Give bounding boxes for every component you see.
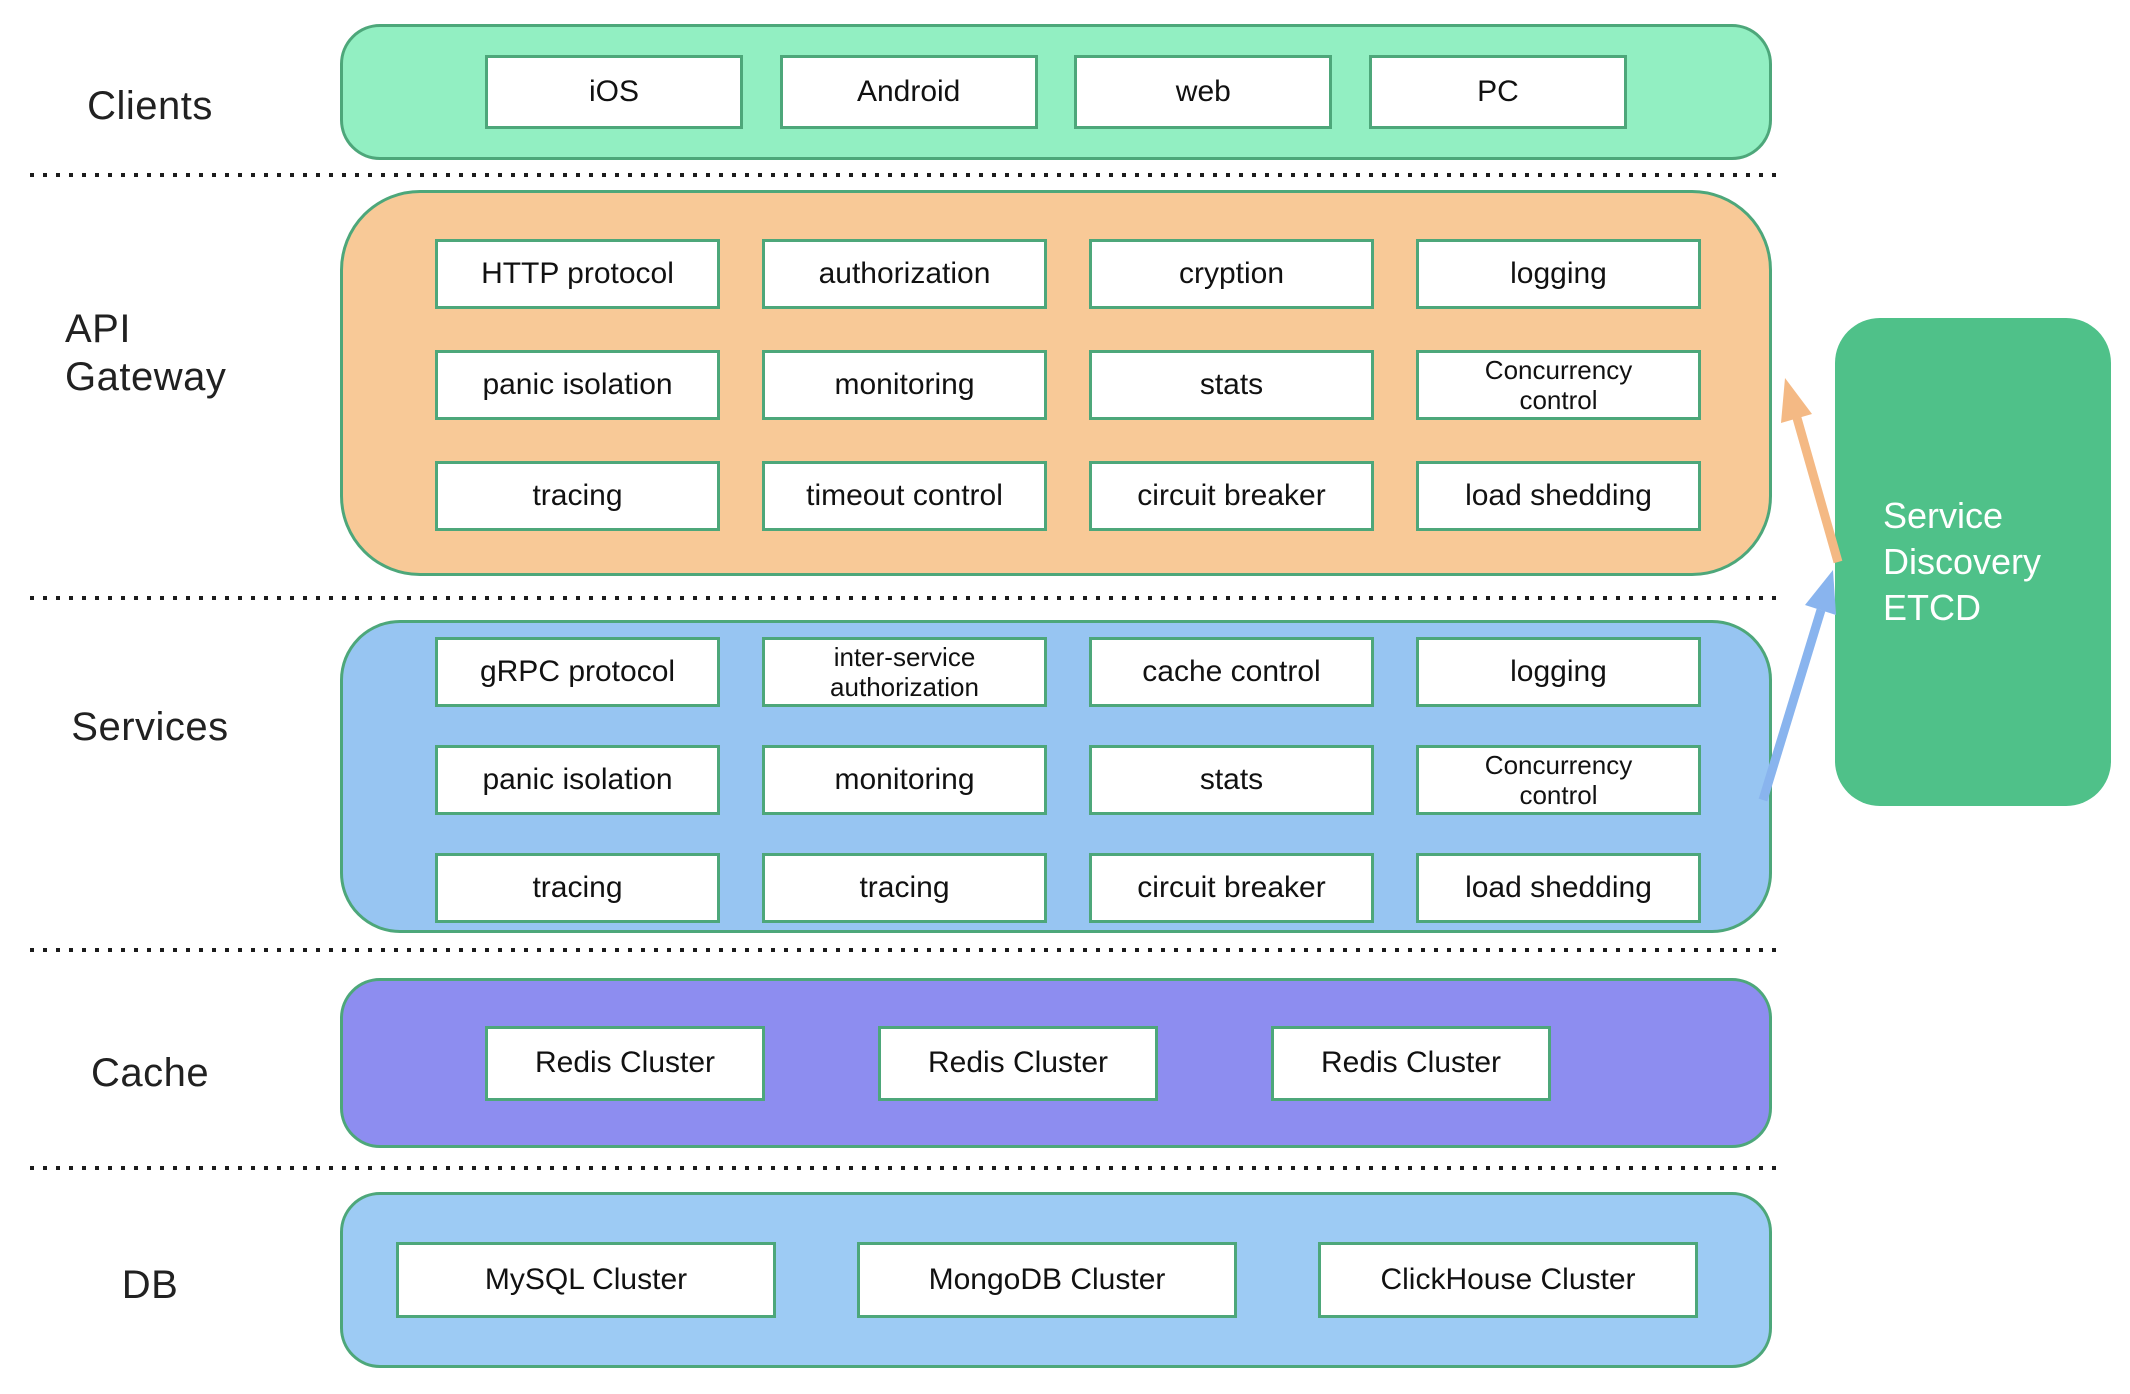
client-box: Android [779,55,1038,129]
separator-clients-gateway [30,173,1780,177]
service-feature-box: logging [1416,637,1701,707]
service-feature-box: panic isolation [435,745,720,815]
cache-band: Redis Cluster Redis Cluster Redis Cluste… [340,978,1772,1148]
gateway-feature-box: panic isolation [435,350,720,420]
services-etcd-arrow [1758,570,1836,802]
service-discovery-line: ETCD [1883,587,1981,628]
service-feature-box: monitoring [762,745,1047,815]
client-box: PC [1368,55,1627,129]
gateway-feature-box: load shedding [1416,461,1701,531]
gateway-feature-box: tracing [435,461,720,531]
gateway-etcd-arrow [1781,378,1843,564]
separator-gateway-services [30,596,1780,600]
layer-label-db: DB [121,1263,179,1307]
layer-label-api-gateway: API Gateway [0,305,300,401]
gateway-feature-box: stats [1089,350,1374,420]
layer-label-cache: Cache [90,1051,210,1095]
clients-band: iOS Android web PC [340,24,1772,160]
api-gateway-band: HTTP protocol authorization cryption log… [340,190,1772,576]
cache-box: Redis Cluster [1271,1025,1551,1101]
gateway-feature-box: timeout control [762,461,1047,531]
service-discovery-line: Discovery [1883,541,2042,582]
cache-box: Redis Cluster [485,1025,765,1101]
service-feature-box: stats [1089,745,1374,815]
db-box: MySQL Cluster [396,1242,776,1318]
service-feature-box: Concurrency control [1416,745,1701,815]
cache-box: Redis Cluster [878,1025,1158,1101]
service-discovery-line: Service [1883,495,2004,536]
gateway-feature-box: Concurrency control [1416,350,1701,420]
layer-label-clients: Clients [87,84,213,128]
layer-label-services: Services [71,705,229,749]
services-band: gRPC protocol inter-service authorizatio… [340,620,1772,933]
gateway-feature-box: HTTP protocol [435,239,720,309]
layer-label-api-gateway-line1: API [65,307,131,351]
service-feature-box: circuit breaker [1089,853,1374,923]
gateway-feature-box: cryption [1089,239,1374,309]
service-feature-box: gRPC protocol [435,637,720,707]
service-feature-box: inter-service authorization [762,637,1047,707]
service-feature-box: cache control [1089,637,1374,707]
db-band: MySQL Cluster MongoDB Cluster ClickHouse… [340,1192,1772,1368]
client-box: iOS [485,55,743,129]
client-box: web [1074,55,1333,129]
db-box: ClickHouse Cluster [1318,1242,1698,1318]
service-feature-box: load shedding [1416,853,1701,923]
gateway-feature-box: monitoring [762,350,1047,420]
service-feature-box: tracing [762,853,1047,923]
separator-cache-db [30,1166,1780,1170]
gateway-feature-box: authorization [762,239,1047,309]
gateway-feature-box: logging [1416,239,1701,309]
gateway-feature-box: circuit breaker [1089,461,1374,531]
layer-label-api-gateway-line2: Gateway [65,355,227,399]
service-feature-box: tracing [435,853,720,923]
separator-services-cache [30,948,1780,952]
service-discovery-box: Service Discovery ETCD [1835,318,2111,806]
db-box: MongoDB Cluster [857,1242,1237,1318]
